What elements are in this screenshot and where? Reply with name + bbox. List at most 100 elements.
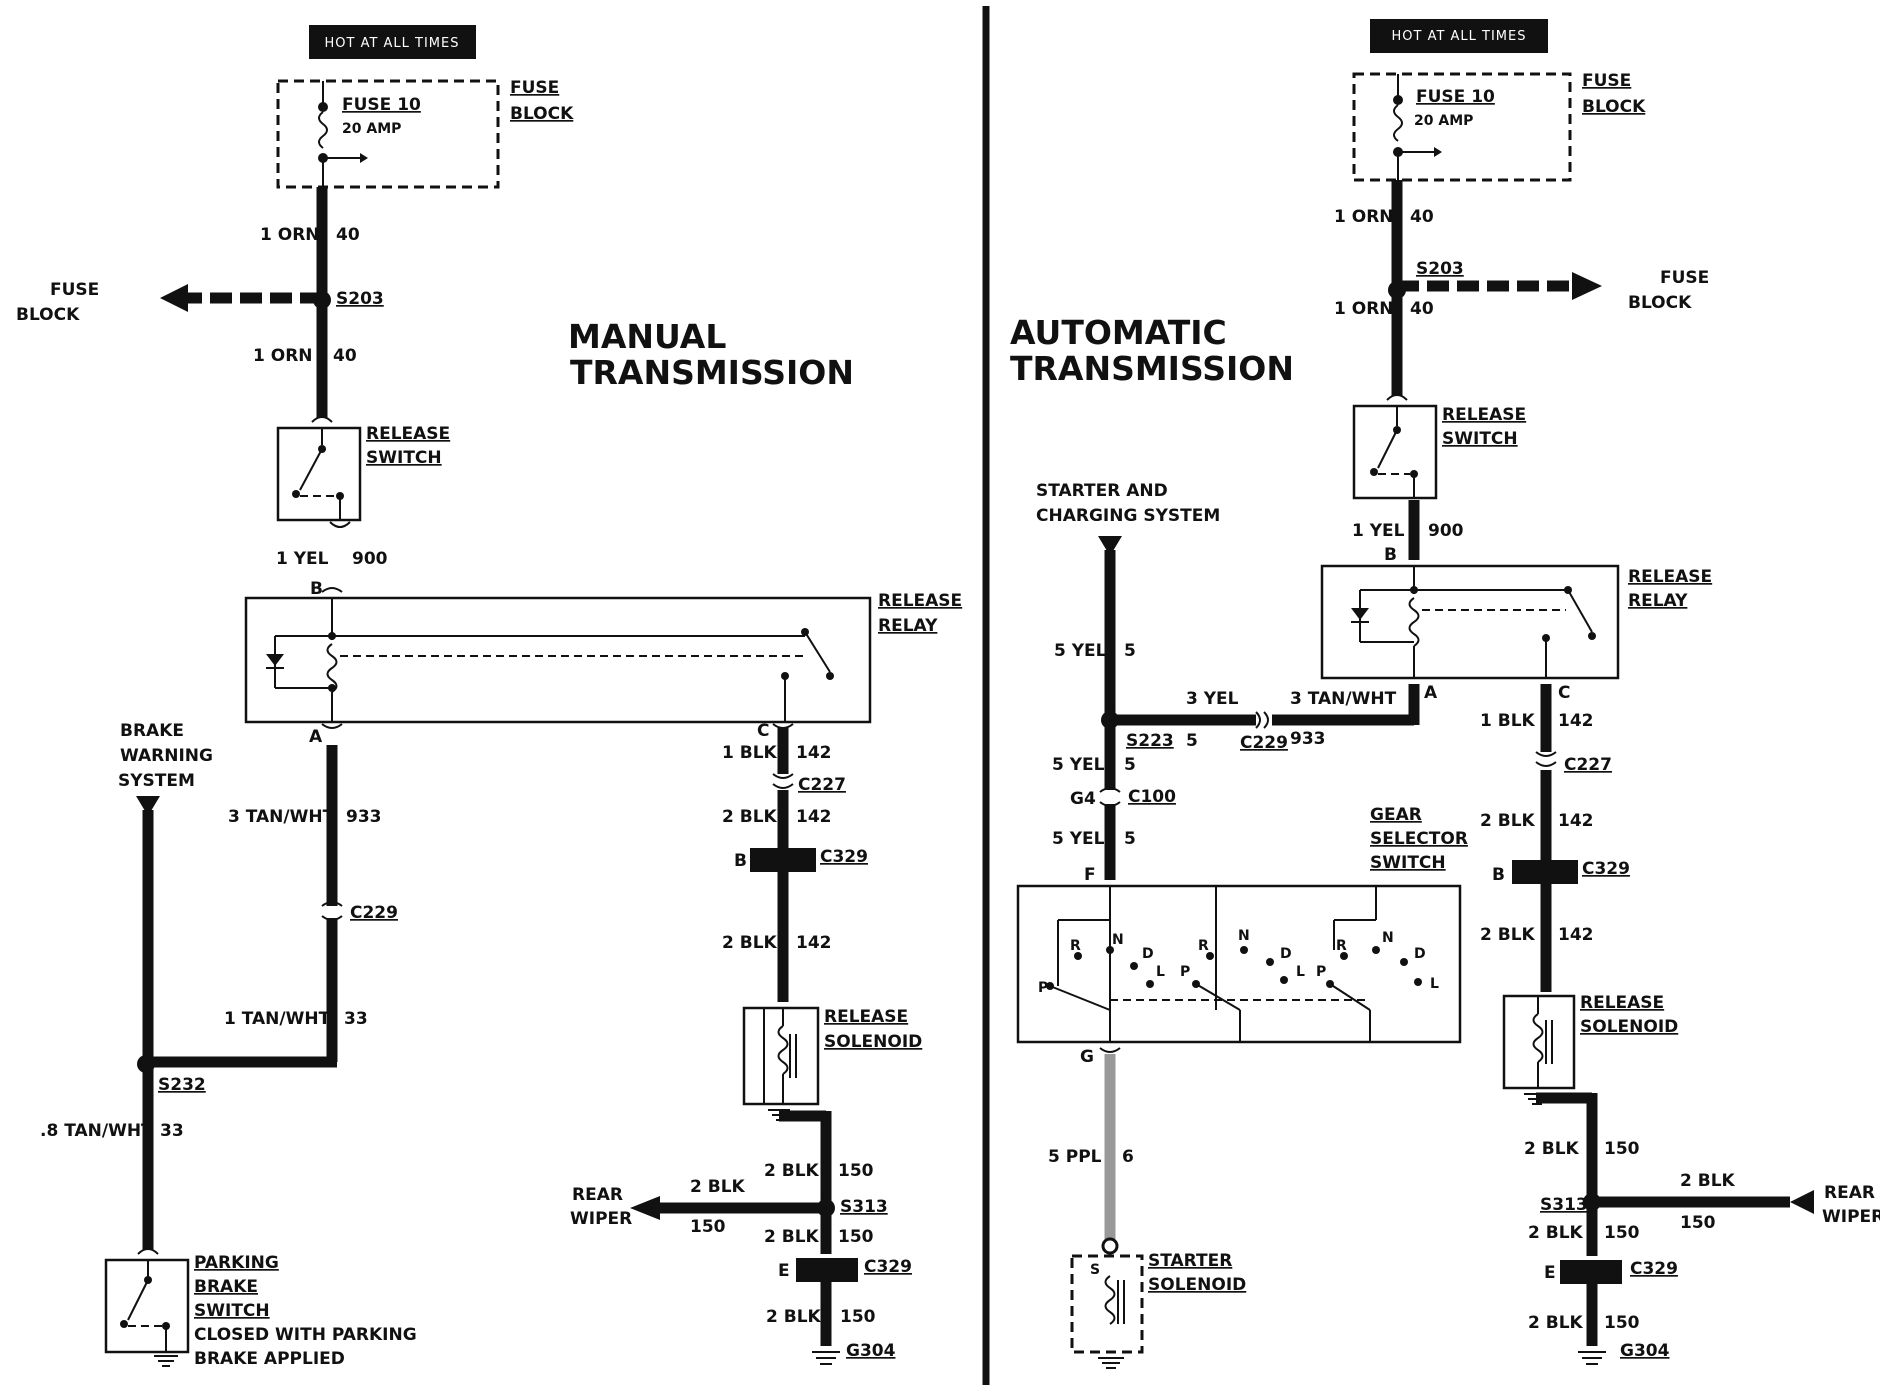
- release-relay-label-1: RELEASE: [878, 591, 962, 611]
- wire-circuit: 142: [796, 933, 832, 953]
- s223-circuit: 5: [1186, 731, 1198, 751]
- fuse-element-icon: [1393, 104, 1403, 142]
- wire-label: 2 BLK: [1480, 925, 1536, 945]
- side-fuse-label-1: FUSE: [50, 280, 99, 300]
- splice-s203: S203: [336, 289, 384, 309]
- rear-label-1: REAR: [572, 1185, 623, 1205]
- wire-label: 1 ORN: [1334, 299, 1394, 319]
- pin-c: C: [757, 721, 769, 741]
- ground-g304: G304: [846, 1341, 896, 1361]
- fuse-block-label-1: FUSE: [510, 78, 559, 98]
- release-switch-label-1: RELEASE: [1442, 405, 1526, 425]
- arrow-left-icon: [1790, 1190, 1814, 1214]
- pos-r: R: [1336, 938, 1347, 954]
- pin-b2: B: [1492, 865, 1505, 885]
- wire-circuit: 5: [1124, 641, 1136, 661]
- pos-n: N: [1382, 930, 1394, 946]
- wire-label: 1 ORN: [1334, 207, 1394, 227]
- release-switch-label-2: SWITCH: [366, 448, 442, 468]
- starter-label-2: CHARGING SYSTEM: [1036, 506, 1220, 526]
- wire-label: 2 BLK: [722, 933, 778, 953]
- wire-label: 2 BLK: [764, 1161, 820, 1181]
- side-fuse-label-2: BLOCK: [16, 305, 80, 325]
- pin-a: A: [309, 727, 323, 747]
- wire-label: 2 BLK: [1480, 811, 1536, 831]
- splice-s313: S313: [840, 1197, 888, 1217]
- wire-circuit: 900: [352, 549, 388, 569]
- wire-label: 2 BLK: [1528, 1313, 1584, 1333]
- connector-c329: C329: [1582, 859, 1630, 879]
- pos-r: R: [1198, 938, 1209, 954]
- fuse-block-label-2: BLOCK: [1582, 97, 1646, 117]
- connector-c329b-block: [1560, 1260, 1622, 1284]
- solenoid-label-1: RELEASE: [1580, 993, 1664, 1013]
- wire-circuit: 6: [1122, 1147, 1134, 1167]
- connector-c100: C100: [1128, 787, 1176, 807]
- splice-s313: S313: [1540, 1195, 1588, 1215]
- connector-c229: C229: [1240, 733, 1288, 753]
- hot-banner: [1370, 19, 1548, 53]
- solenoid-label-2: SOLENOID: [1580, 1017, 1678, 1037]
- pin-e: E: [778, 1261, 790, 1281]
- parking-label-3: SWITCH: [194, 1301, 270, 1321]
- wire-circuit: 40: [336, 225, 360, 245]
- side-fuse-label-2: BLOCK: [1628, 293, 1692, 313]
- parking-label-4: CLOSED WITH PARKING: [194, 1325, 417, 1345]
- rear-label-2: WIPER: [1822, 1207, 1880, 1227]
- switch-blade-icon: [299, 448, 323, 491]
- manual-transmission-section: HOT AT ALL TIMES FUSE 10 20 AMP FUSE BLO…: [16, 25, 962, 1369]
- wire-circuit: 150: [1604, 1223, 1640, 1243]
- gear-label-2: SELECTOR: [1370, 829, 1468, 849]
- wire-label: 1 BLK: [1480, 711, 1536, 731]
- diode-icon: [1351, 608, 1369, 620]
- release-relay-label-2: RELAY: [878, 616, 938, 636]
- fuse-element-icon: [318, 111, 328, 149]
- fuse-block-box: [276, 79, 500, 189]
- wire-circuit: 40: [1410, 207, 1434, 227]
- pin-g: G: [1080, 1047, 1094, 1067]
- wire-circuit: 33: [160, 1121, 184, 1141]
- gear-label-3: SWITCH: [1370, 853, 1446, 873]
- wire-label: 2 BLK: [722, 807, 778, 827]
- wire-circuit: 40: [333, 346, 357, 366]
- brake-label-3: SYSTEM: [118, 771, 195, 791]
- wire-label: 3 TAN/WHT: [1290, 689, 1397, 709]
- pin-s: S: [1090, 1262, 1100, 1278]
- manual-title-2: TRANSMISSION: [570, 353, 854, 392]
- wire-circuit: 142: [1558, 811, 1594, 831]
- connector-c329: C329: [820, 847, 868, 867]
- fuse-name: FUSE 10: [342, 95, 421, 115]
- ground-g304: G304: [1620, 1341, 1670, 1361]
- wire-label: 2 BLK: [690, 1177, 746, 1197]
- pos-p: P: [1038, 980, 1048, 996]
- fuse-block-label-2: BLOCK: [510, 104, 574, 124]
- arrow-left-icon: [160, 284, 188, 312]
- pin-c: C: [1558, 683, 1570, 703]
- fuse-name: FUSE 10: [1416, 87, 1495, 107]
- wire-circuit: 5: [1124, 755, 1136, 775]
- wire-label: 3 TAN/WHT: [228, 807, 335, 827]
- wire-circuit: 150: [1604, 1313, 1640, 1333]
- wire-label: 1 ORN: [260, 225, 320, 245]
- wire-circuit: 33: [344, 1009, 368, 1029]
- automatic-title-2: TRANSMISSION: [1010, 349, 1294, 388]
- wire-label: 5 PPL: [1048, 1147, 1102, 1167]
- starter-sol-label-2: SOLENOID: [1148, 1275, 1246, 1295]
- connector-c329b: C329: [1630, 1259, 1678, 1279]
- arrow-down-icon: [1098, 536, 1122, 556]
- arrow-left-icon: [630, 1196, 660, 1220]
- pos-l: L: [1296, 964, 1305, 980]
- connector-c229: C229: [350, 903, 398, 923]
- wire-label: 5 YEL: [1052, 829, 1105, 849]
- switch-blade-icon: [1377, 429, 1398, 469]
- wire-label: 1 TAN/WHT: [224, 1009, 331, 1029]
- fuse-block-label-1: FUSE: [1582, 71, 1631, 91]
- pin-g4: G4: [1070, 789, 1096, 809]
- parking-label-5: BRAKE APPLIED: [194, 1349, 345, 1369]
- wire-circuit: 142: [1558, 925, 1594, 945]
- starter-label-1: STARTER AND: [1036, 481, 1168, 501]
- gear-label-1: GEAR: [1370, 805, 1422, 825]
- release-switch-label-2: SWITCH: [1442, 429, 1518, 449]
- pos-r: R: [1070, 938, 1081, 954]
- solenoid-coil-icon: [777, 1025, 789, 1075]
